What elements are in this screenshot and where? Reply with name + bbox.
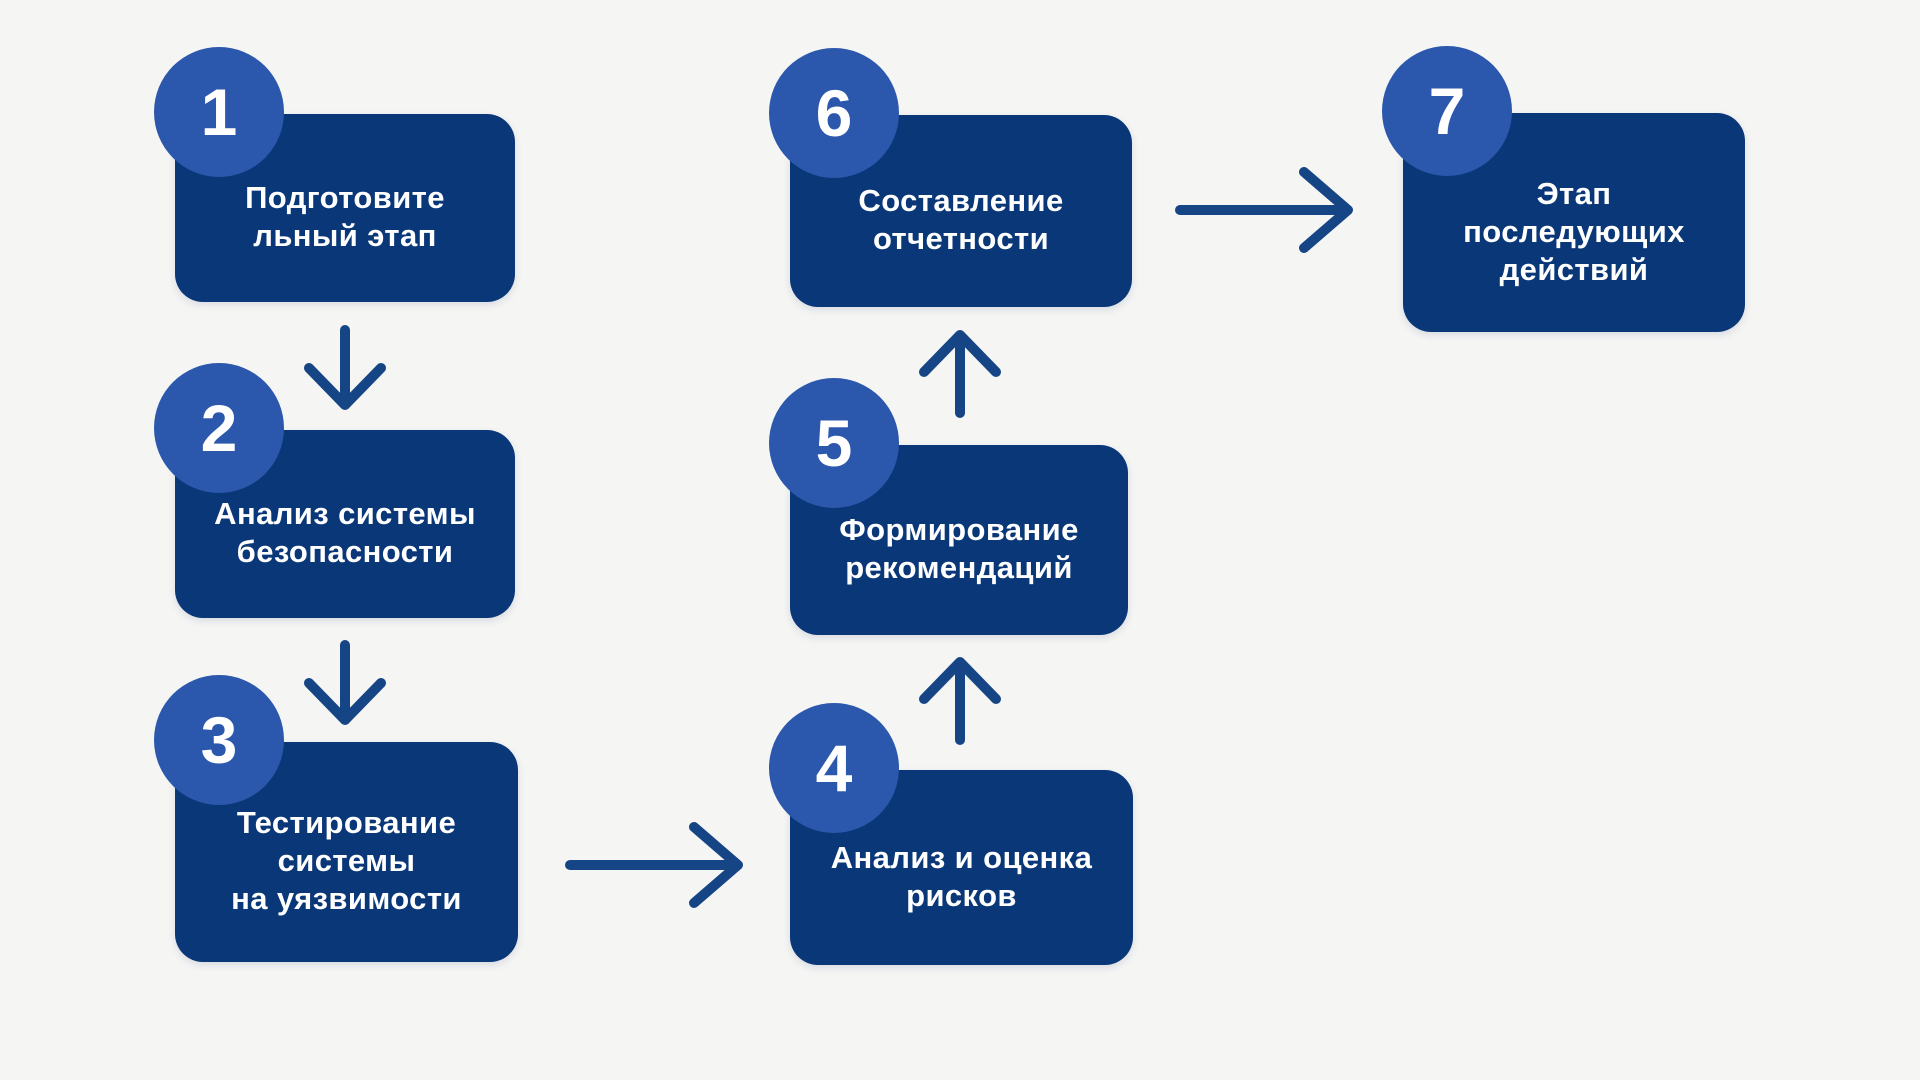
step-1-text-line: льный этап: [253, 218, 437, 253]
step-7-text-line: последующих: [1463, 213, 1685, 249]
step-1: Подготовите льный этап 1: [154, 47, 515, 302]
step-5-text-line: Формирование: [839, 512, 1079, 547]
step-2-box: Анализ системы безопасности: [175, 430, 515, 618]
step-4-text-line: рисков: [906, 877, 1017, 913]
step-4: Анализ и оценка рисков 4: [769, 703, 1133, 965]
arrow-right-step6-to-step7-icon: [1175, 167, 1353, 253]
step-1-number: 1: [200, 75, 238, 149]
step-2-text-line: безопасности: [236, 534, 454, 569]
step-3-text-line: на уязвимости: [231, 881, 462, 916]
step-2-text-line: Анализ системы: [214, 496, 476, 531]
step-7-text-line: Этап: [1536, 175, 1612, 211]
step-3-number-badge: 3: [154, 675, 284, 805]
arrow-right-step3-to-step4-icon: [565, 822, 743, 908]
step-6: Составление отчетности 6: [769, 48, 1132, 307]
step-1-number-badge: 1: [154, 47, 284, 177]
step-7-text-line: действий: [1499, 251, 1649, 287]
step-2-number-badge: 2: [154, 363, 284, 493]
step-3-number: 3: [200, 703, 238, 777]
step-2: Анализ системы безопасности 2: [154, 363, 515, 618]
arrow-up-step4-to-step5-icon: [919, 657, 1001, 745]
step-6-number-badge: 6: [769, 48, 899, 178]
step-3-text-line: Тестирование: [236, 805, 457, 840]
step-6-number: 6: [815, 76, 853, 150]
step-2-number: 2: [200, 391, 238, 465]
arrow-up-step5-to-step6-icon: [919, 330, 1001, 418]
step-3-text-line: системы: [277, 843, 416, 878]
step-6-text-line: Составление: [858, 183, 1064, 218]
step-5-text-line: рекомендаций: [845, 550, 1073, 585]
step-5: Формирование рекомендаций 5: [769, 378, 1128, 635]
step-7: Этап последующих действий 7: [1382, 46, 1745, 332]
arrow-down-step2-to-step3-icon: [304, 640, 386, 725]
step-7-number-badge: 7: [1382, 46, 1512, 176]
step-4-number: 4: [815, 731, 853, 805]
step-5-number-badge: 5: [769, 378, 899, 508]
step-7-number: 7: [1428, 74, 1466, 148]
step-1-text-line: Подготовите: [245, 180, 445, 215]
step-4-text-line: Анализ и оценка: [830, 839, 1093, 875]
arrow-down-step1-to-step2-icon: [304, 325, 386, 410]
step-4-number-badge: 4: [769, 703, 899, 833]
step-3: Тестирование системы на уязвимости 3: [154, 675, 518, 962]
step-6-text-line: отчетности: [872, 221, 1050, 256]
step-5-number: 5: [815, 406, 853, 480]
